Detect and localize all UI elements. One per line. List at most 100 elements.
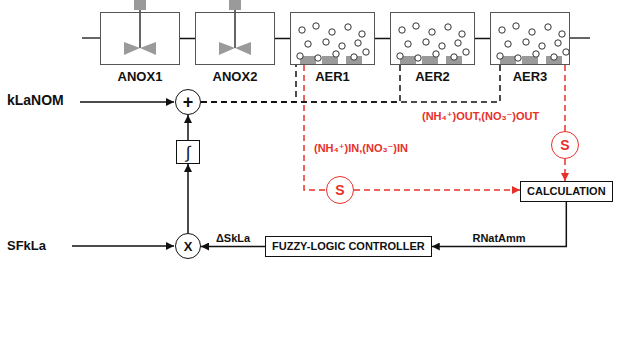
tank-label: ANOX2	[195, 69, 275, 84]
air-bubble	[359, 31, 365, 37]
signal-line	[564, 65, 566, 131]
calculation-box: CALCULATION	[520, 181, 613, 202]
air-bubble	[339, 43, 345, 49]
air-bubble	[345, 24, 351, 30]
air-bubble	[563, 49, 569, 55]
signal-line	[564, 159, 566, 181]
mixer-shaft	[234, 10, 236, 48]
air-bubble	[315, 55, 321, 61]
connector	[375, 38, 390, 40]
tank-outline	[390, 12, 475, 65]
junction-symbol: +	[183, 93, 194, 111]
air-bubble	[539, 43, 545, 49]
edge-label: RNatAmm	[470, 232, 527, 244]
air-bubble	[555, 40, 561, 46]
junction-symbol: S	[560, 138, 569, 152]
air-bubble	[559, 31, 565, 37]
signal-label: (NH₄⁺)OUT,(NO₃⁻)OUT	[420, 110, 541, 123]
connector	[187, 115, 189, 140]
inlet-pipe	[82, 37, 100, 39]
connector	[475, 38, 490, 40]
mixer-impeller	[219, 42, 251, 55]
air-bubble	[445, 24, 451, 30]
air-bubble	[397, 53, 403, 59]
signal-label: (NH₄⁺)IN,(NO₃⁻)IN	[312, 142, 410, 155]
air-bubble	[415, 55, 421, 61]
air-bubble	[329, 29, 335, 35]
scale-factor-label: SFkLa	[5, 238, 48, 253]
outlet-pipe	[570, 37, 590, 39]
air-bubble	[413, 23, 419, 29]
air-bubble	[399, 27, 405, 33]
sensor-circle: S	[551, 131, 579, 159]
setpoint-label: kLaNOM	[5, 92, 66, 108]
sensor-circle: S	[326, 176, 354, 204]
tank-outline	[195, 12, 275, 65]
air-bubble	[545, 24, 551, 30]
connector	[432, 202, 567, 247]
air-bubble	[459, 31, 465, 37]
summing-junction: +	[175, 89, 201, 115]
air-bubble	[305, 41, 311, 47]
tank-label: AER2	[390, 69, 475, 84]
tank-outline	[490, 12, 570, 65]
setpoint-arrow	[80, 101, 174, 103]
air-bubble	[551, 54, 557, 60]
connector	[201, 65, 400, 102]
junction-symbol: S	[335, 183, 344, 197]
mixer-motor	[229, 0, 241, 10]
air-bubble	[433, 51, 439, 57]
air-bubble	[523, 39, 529, 45]
box-label: FUZZY-LOGIC CONTROLLER	[272, 240, 425, 253]
connector	[201, 246, 265, 248]
reactor-tank: ANOX2	[195, 12, 275, 84]
connector	[201, 65, 500, 102]
signal-line	[354, 189, 520, 191]
air-bubble	[423, 39, 429, 45]
connector	[275, 38, 290, 40]
air-bubble	[463, 49, 469, 55]
multiplier-junction: X	[175, 233, 201, 259]
signal-line	[304, 65, 326, 190]
integrator-symbol: ∫	[186, 144, 191, 161]
tank-label: ANOX1	[100, 69, 180, 84]
tank-outline	[100, 12, 180, 65]
reactor-tank: AER3	[490, 12, 570, 84]
mixer-impeller	[124, 42, 156, 55]
air-bubble	[515, 55, 521, 61]
air-bubble	[323, 39, 329, 45]
mixer-shaft	[139, 10, 141, 48]
reactor-tank: AER2	[390, 12, 475, 84]
junction-symbol: X	[184, 240, 193, 253]
air-bubble	[439, 43, 445, 49]
air-bubble	[499, 27, 505, 33]
air-bubble	[363, 49, 369, 55]
tank-label: AER1	[290, 69, 375, 84]
air-bubble	[429, 29, 435, 35]
edge-label: ΔSkLa	[214, 232, 252, 244]
connector	[187, 164, 189, 233]
air-bubble	[513, 23, 519, 29]
air-bubble	[529, 29, 535, 35]
air-bubble	[297, 53, 303, 59]
air-bubble	[333, 51, 339, 57]
tank-outline	[290, 12, 375, 65]
connector	[180, 38, 195, 40]
reactor-tank: ANOX1	[100, 12, 180, 84]
connector	[201, 65, 296, 102]
air-bubble	[405, 41, 411, 47]
air-bubble	[455, 40, 461, 46]
scale-factor-arrow	[72, 245, 174, 247]
tank-label: AER3	[490, 69, 570, 84]
mixer-motor	[134, 0, 146, 10]
air-bubble	[313, 23, 319, 29]
air-bubble	[299, 27, 305, 33]
air-bubble	[497, 53, 503, 59]
air-bubble	[451, 54, 457, 60]
reactor-tank: AER1	[290, 12, 375, 84]
air-bubble	[533, 51, 539, 57]
box-label: CALCULATION	[527, 185, 606, 198]
air-bubble	[505, 41, 511, 47]
